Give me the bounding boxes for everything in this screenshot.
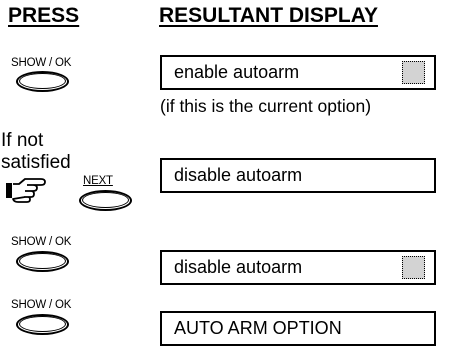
display-step-4: AUTO ARM OPTION (160, 311, 436, 346)
pointing-hand-icon (5, 175, 49, 205)
display-text: enable autoarm (174, 62, 300, 82)
show-ok-button[interactable] (16, 71, 69, 94)
display-step-1: enable autoarm (160, 55, 436, 90)
display-text: AUTO ARM OPTION (174, 318, 342, 338)
cursor-icon (402, 61, 425, 84)
cursor-icon (402, 256, 425, 279)
show-ok-button-label: SHOW / OK (11, 236, 72, 248)
next-button-label: NEXT (83, 175, 113, 187)
side-note-line-2: satisfied (1, 152, 71, 173)
display-step-2: disable autoarm (160, 158, 436, 193)
side-note-line-1: If not (1, 130, 44, 151)
show-ok-button[interactable] (16, 251, 69, 274)
display-text: disable autoarm (174, 257, 303, 277)
show-ok-button-label: SHOW / OK (11, 57, 72, 69)
next-button[interactable] (79, 190, 132, 213)
show-ok-button[interactable] (16, 314, 69, 337)
show-ok-button-label: SHOW / OK (11, 299, 72, 311)
display-step-3: disable autoarm (160, 250, 436, 285)
resultant-display-header: RESULTANT DISPLAY (159, 4, 378, 27)
if-not-satisfied-text: If not satisfied (1, 130, 71, 174)
display-text: disable autoarm (174, 165, 303, 185)
press-header: PRESS (8, 4, 80, 27)
note-text: (if this is the current option) (160, 96, 372, 116)
